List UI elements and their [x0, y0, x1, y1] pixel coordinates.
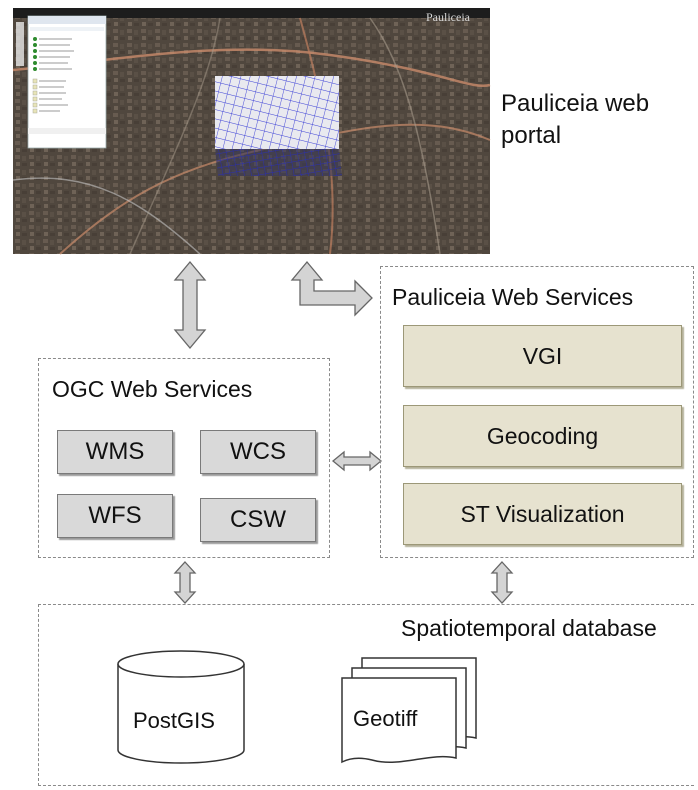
- database-title: Spatiotemporal database: [401, 615, 657, 641]
- postgis-label: PostGIS: [133, 708, 215, 733]
- wms-service-box: WMS: [57, 430, 173, 474]
- csw-service-box: CSW: [200, 498, 316, 542]
- wfs-service-box: WFS: [57, 494, 173, 538]
- portal-label-line1: Pauliceia web: [501, 90, 650, 117]
- portal-pauliceia-arrow: [290, 260, 373, 317]
- pauliceia-services-group: [380, 266, 694, 558]
- ogc-pauliceia-arrow: [331, 450, 383, 472]
- postgis-cylinder-icon: [117, 650, 245, 764]
- pauliceia-database-arrow: [490, 561, 514, 604]
- geotiff-label: Geotiff: [353, 706, 418, 731]
- pauliceia-services-title: Pauliceia Web Services: [392, 284, 634, 310]
- map-watermark: Pauliceia: [426, 10, 471, 24]
- portal-label-line2: portal: [501, 122, 562, 149]
- database-group: [38, 604, 694, 786]
- st-visualization-service-box: ST Visualization: [403, 483, 682, 545]
- portal-label: Pauliceia web portal: [501, 88, 649, 152]
- portal-map-screenshot: Pauliceia: [12, 8, 491, 255]
- geocoding-service-box: Geocoding: [403, 405, 682, 467]
- ogc-services-title: OGC Web Services: [52, 376, 253, 402]
- geotiff-documents-icon: [341, 657, 477, 764]
- portal-ogc-arrow: [173, 260, 207, 350]
- wcs-service-box: WCS: [200, 430, 316, 474]
- vgi-service-box: VGI: [403, 325, 682, 387]
- ogc-database-arrow: [173, 561, 197, 604]
- ogc-services-group: [38, 358, 330, 558]
